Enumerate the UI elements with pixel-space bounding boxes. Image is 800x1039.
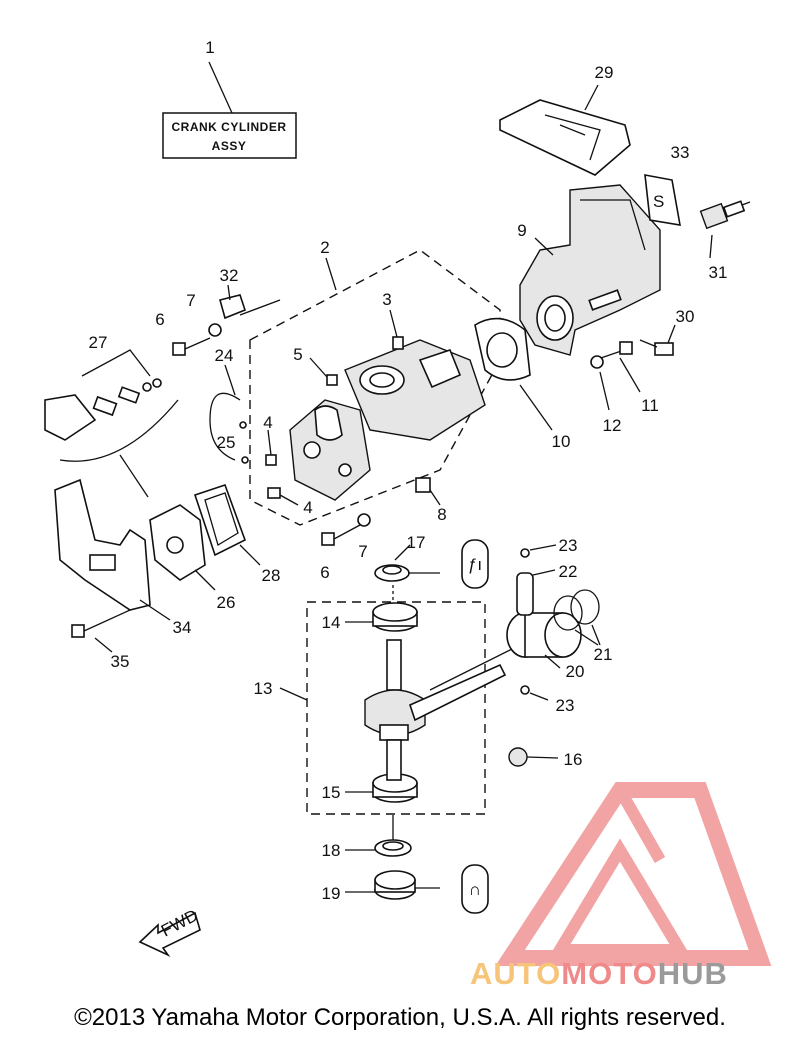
- piston-pin-22: [516, 572, 534, 616]
- callout-26: 26: [217, 593, 236, 612]
- callout-11: 11: [641, 396, 659, 415]
- seal-detail-bottom: ∩: [461, 864, 489, 914]
- hose-24: [209, 392, 241, 461]
- callout-14: 14: [322, 613, 341, 632]
- svg-text:ƒı: ƒı: [468, 555, 482, 574]
- callout-30: 30: [676, 307, 695, 326]
- callout-20: 20: [566, 662, 585, 681]
- callout-7a: 7: [186, 291, 195, 310]
- callout-6b: 6: [320, 563, 329, 582]
- washer-7-upper: [208, 323, 222, 337]
- bearing-19: [374, 870, 416, 900]
- seal-18: [374, 839, 412, 857]
- watermark-logo: [495, 782, 772, 966]
- callout-24: 24: [215, 346, 234, 365]
- logo-part-hub: HUB: [657, 956, 728, 991]
- callout-32: 32: [220, 266, 239, 285]
- bolt-4a: [265, 429, 277, 466]
- head-cover-29: [499, 99, 631, 176]
- exploded-parts-diagram: CRANK CYLINDER ASSY: [44, 38, 772, 966]
- crankshaft-13: [364, 639, 426, 781]
- logo-part-auto: AUTO: [470, 956, 562, 991]
- callout-25: 25: [217, 433, 236, 452]
- gasket-28: [193, 483, 246, 557]
- clip-25b: [241, 456, 249, 464]
- copyright-notice: ©2013 Yamaha Motor Corporation, U.S.A. A…: [74, 1004, 726, 1031]
- needle-bearing-16: [508, 747, 528, 767]
- callout-23a: 23: [559, 536, 578, 555]
- callout-15: 15: [322, 783, 341, 802]
- callout-4b: 4: [303, 498, 312, 517]
- svg-text:∩: ∩: [469, 880, 481, 899]
- spark-plug-31: [699, 200, 751, 230]
- callout-23b: 23: [556, 696, 575, 715]
- reed-valve-26: [149, 504, 206, 581]
- callout-17: 17: [407, 533, 426, 552]
- crankcase-right: [344, 339, 486, 441]
- piston-rings-21: [553, 589, 600, 631]
- pin-5: [309, 357, 338, 386]
- callout-labels: 1 2 3 4 4 5 6 6 7 7 8 9 10 11 12 13 14 1…: [89, 38, 728, 903]
- callout-9: 9: [517, 221, 526, 240]
- callout-10: 10: [552, 432, 571, 451]
- callout-27: 27: [89, 333, 108, 352]
- bearing-15: [372, 773, 418, 803]
- callout-2: 2: [320, 238, 329, 257]
- callout-8: 8: [437, 505, 446, 524]
- connecting-rod: [409, 663, 507, 722]
- bracket-34: [54, 478, 151, 611]
- decal-33: S: [644, 174, 681, 226]
- title-line2: ASSY: [212, 139, 247, 153]
- title-box: [162, 112, 297, 159]
- title-line1: CRANK CYLINDER: [172, 120, 287, 134]
- callout-19: 19: [322, 884, 341, 903]
- cylinder-9: [519, 184, 661, 356]
- intake-group-27: [44, 349, 179, 462]
- callout-3: 3: [382, 290, 391, 309]
- callout-29: 29: [595, 63, 614, 82]
- logo-part-moto: MOTO: [561, 956, 658, 991]
- callout-28: 28: [262, 566, 281, 585]
- callout-6a: 6: [155, 310, 164, 329]
- callout-12: 12: [603, 416, 622, 435]
- callout-21: 21: [594, 645, 613, 664]
- callout-4a: 4: [263, 413, 272, 432]
- callout-16: 16: [564, 750, 583, 769]
- clip-23-top: [520, 548, 530, 558]
- callout-22: 22: [559, 562, 578, 581]
- clip-25a: [239, 421, 247, 429]
- bearing-14: [372, 602, 418, 632]
- piston-20: [506, 612, 582, 658]
- washer-7-lower: [357, 513, 371, 527]
- bolt-30: [639, 339, 674, 356]
- pin-8: [415, 477, 441, 506]
- seal-17: [374, 564, 410, 582]
- callout-18: 18: [322, 841, 341, 860]
- stud-3: [389, 309, 404, 350]
- crankcase-left: [289, 399, 371, 501]
- bolt-6-lower: [321, 524, 361, 546]
- callout-1: 1: [205, 38, 214, 57]
- bolt-35: [71, 609, 131, 638]
- bracket-32: [219, 294, 281, 320]
- seal-detail-top: ƒı: [461, 539, 489, 589]
- clip-23-bottom: [520, 685, 530, 695]
- callout-31: 31: [709, 263, 728, 282]
- washer-12: [590, 355, 604, 369]
- decal-letter: S: [653, 192, 664, 211]
- callout-35: 35: [111, 652, 130, 671]
- fwd-arrow: FWD: [138, 906, 201, 958]
- callout-7b: 7: [358, 542, 367, 561]
- callout-33: 33: [671, 143, 690, 162]
- bolt-4b: [267, 487, 299, 506]
- callout-5: 5: [293, 345, 302, 364]
- callout-13: 13: [254, 679, 273, 698]
- watermark-logo-text: AUTOMOTOHUB: [470, 956, 728, 992]
- gasket-10: [474, 317, 531, 381]
- callout-34: 34: [173, 618, 192, 637]
- bolt-6-upper: [172, 337, 211, 356]
